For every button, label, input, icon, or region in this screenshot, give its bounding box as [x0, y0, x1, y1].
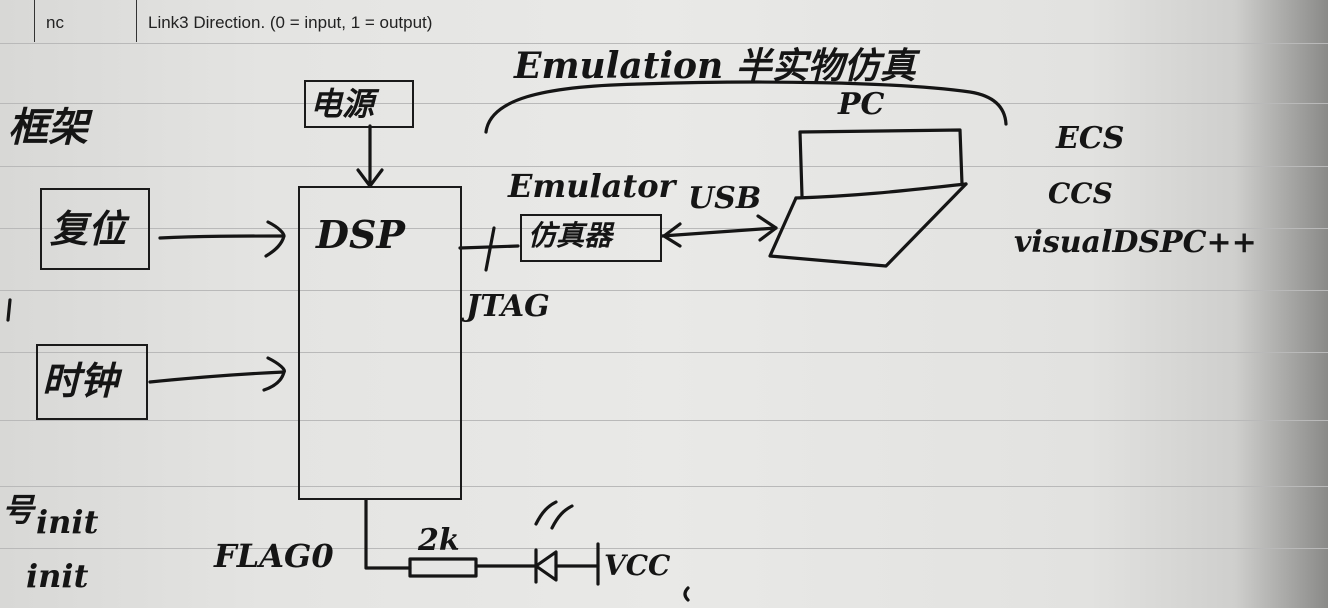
led-light-arrow — [550, 504, 574, 530]
ruled-line — [0, 166, 1328, 167]
table-divider — [136, 0, 137, 42]
stray-mark — [683, 586, 690, 602]
frame-label: 框架 — [8, 104, 88, 151]
margin-mark — [6, 298, 12, 322]
init-label-1: init — [36, 503, 99, 541]
table-cell-link3-direction: Link3 Direction. (0 = input, 1 = output) — [148, 13, 433, 32]
margin-char: 号 — [2, 491, 35, 529]
led-light-arrow — [534, 500, 558, 526]
init-label-2: init — [26, 557, 89, 595]
clock-arrow — [148, 370, 286, 384]
emulator-box — [520, 214, 662, 262]
resistor-label: 2k — [418, 523, 460, 558]
reset-label: 复位 — [50, 206, 127, 251]
dsp-box — [298, 186, 462, 500]
clock-label: 时钟 — [42, 358, 119, 403]
clock-box — [36, 344, 148, 420]
table-divider — [34, 0, 35, 42]
table-cell-nc: nc — [46, 13, 64, 32]
ruled-line — [0, 43, 1328, 44]
power-box — [304, 80, 414, 128]
pc-base — [768, 182, 968, 268]
tool-ecs: ECS — [1056, 121, 1125, 156]
emulator-en-label: Emulator — [508, 167, 676, 205]
tool-ccs: CCS — [1048, 177, 1113, 210]
led-diode — [534, 550, 558, 582]
power-label: 电源 — [310, 85, 375, 123]
reset-arrowhead — [264, 220, 286, 258]
usb-arrowhead-left — [662, 222, 682, 248]
ruled-line — [0, 290, 1328, 291]
ruled-line — [0, 228, 1328, 229]
resistor — [408, 557, 478, 578]
flag0-label: FLAG0 — [214, 537, 334, 575]
vcc-label: VCC — [604, 549, 671, 582]
pc-hinge — [794, 182, 968, 200]
clock-arrowhead — [262, 356, 286, 392]
dsp-label: DSP — [316, 212, 405, 257]
reset-box — [40, 188, 150, 270]
ruled-line — [0, 486, 1328, 487]
ruled-line — [0, 103, 1328, 104]
ruled-line — [0, 420, 1328, 421]
ruled-line — [0, 548, 1328, 549]
usb-arrowhead-right — [756, 214, 778, 242]
ruled-line — [0, 352, 1328, 353]
flag-wire — [364, 498, 412, 570]
emulation-heading: Emulation 半实物仿真 — [514, 45, 916, 87]
pc-label: PC — [838, 87, 885, 122]
pc-screen — [798, 128, 964, 198]
usb-line — [660, 226, 778, 238]
tool-visualdsp: visualDSPC++ — [1014, 225, 1257, 260]
jtag-slash — [484, 226, 496, 272]
reset-arrow — [158, 234, 286, 240]
emulation-brace — [484, 80, 1008, 134]
jtag-label: JTAG — [466, 289, 550, 324]
usb-label: USB — [688, 181, 762, 216]
emulator-cn-label: 仿真器 — [528, 219, 613, 252]
